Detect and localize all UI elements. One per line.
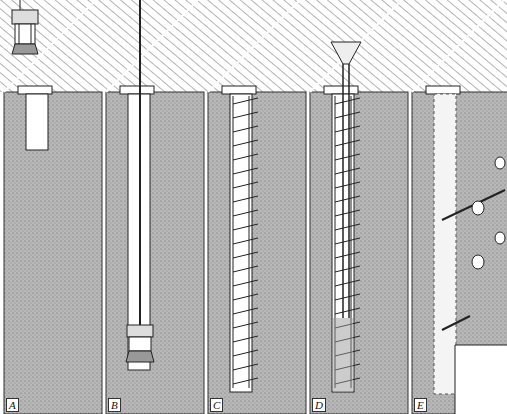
- stage-letter: A: [6, 398, 19, 412]
- stage-letter: E: [414, 398, 427, 412]
- stage-letter: C: [210, 398, 223, 412]
- stage-letter: D: [312, 398, 326, 412]
- stage-letter: B: [108, 398, 121, 412]
